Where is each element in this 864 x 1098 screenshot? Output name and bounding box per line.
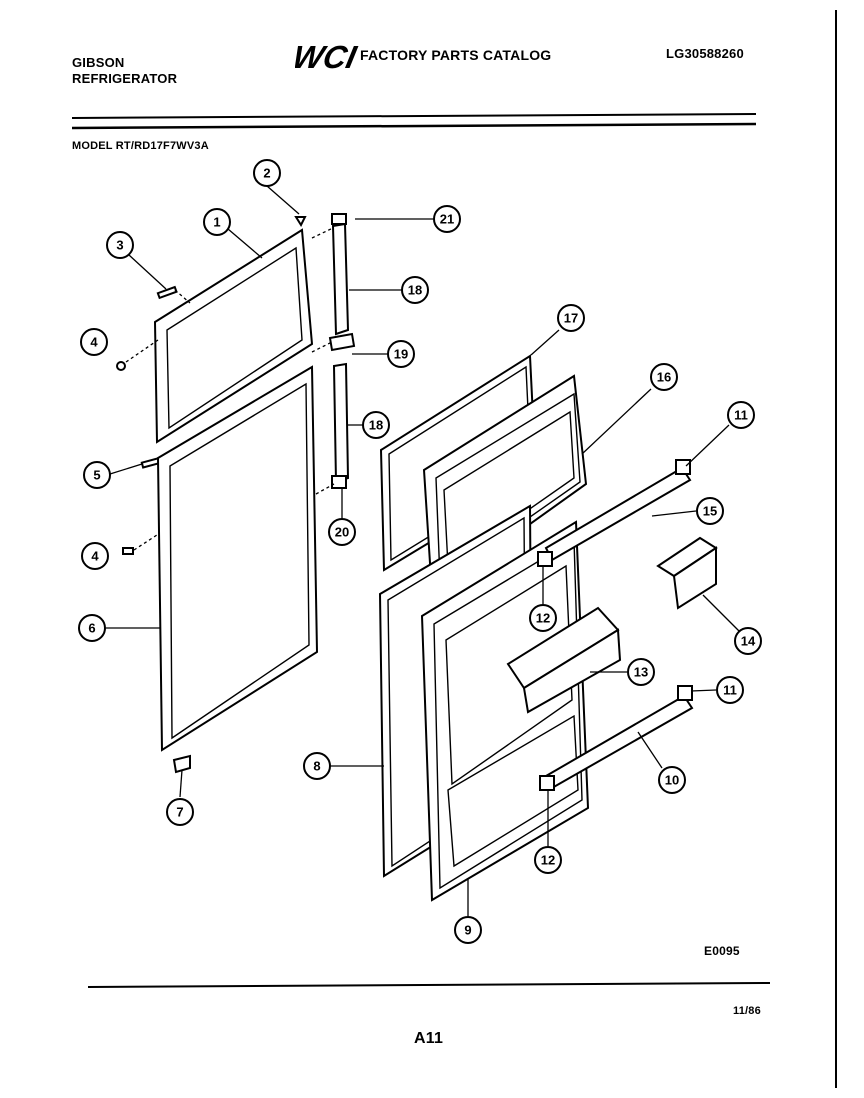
callout-6: 6: [78, 614, 106, 642]
callout-20: 20: [328, 518, 356, 546]
leader-lines: [106, 185, 740, 916]
callout-13: 13: [627, 658, 655, 686]
screw-part-4-upper: [116, 339, 159, 371]
callout-11-lower-label: 11: [723, 683, 737, 698]
page-number: A11: [414, 1030, 444, 1047]
callout-4-upper-label: 4: [90, 335, 98, 350]
figure-code: E0095: [704, 944, 740, 958]
callout-11-upper: 11: [727, 401, 755, 429]
callout-12-upper: 12: [529, 604, 557, 632]
logo-text: WCI: [295, 40, 359, 74]
date-code: 11/86: [733, 1005, 761, 1017]
callout-21: 21: [433, 205, 461, 233]
callout-4-lower: 4: [81, 542, 109, 570]
callout-4-upper: 4: [80, 328, 108, 356]
callout-3-label: 3: [116, 238, 123, 253]
callout-9: 9: [454, 916, 482, 944]
wci-logo: WCI: [295, 40, 359, 74]
callout-18-upper: 18: [401, 276, 429, 304]
callout-9-label: 9: [464, 923, 471, 938]
callout-11-lower: 11: [716, 676, 744, 704]
callout-3: 3: [106, 231, 134, 259]
callout-17-label: 17: [564, 311, 578, 326]
hinge-pin-part-3: [156, 285, 191, 304]
callout-7: 7: [166, 798, 194, 826]
screw-part-4-lower: [122, 532, 161, 555]
callout-5: 5: [83, 461, 111, 489]
callout-12-lower-label: 12: [541, 853, 555, 868]
callout-11-upper-label: 11: [734, 408, 748, 423]
callout-21-label: 21: [440, 212, 454, 227]
bottom-hinge-part-7: [172, 754, 191, 774]
catalog-code: LG30588260: [666, 46, 744, 61]
callout-2-label: 2: [263, 166, 270, 181]
upper-shelf-rail-part-15: [537, 459, 692, 567]
product-type: REFRIGERATOR: [72, 71, 178, 86]
fresh-food-door-gasket: [156, 365, 319, 752]
callout-14: 14: [734, 627, 762, 655]
callout-16: 16: [650, 363, 678, 391]
screw-part-2: [294, 216, 307, 228]
freezer-door-liner: [422, 374, 588, 596]
callout-13-label: 13: [634, 665, 648, 680]
callout-18-lower-label: 18: [369, 418, 383, 433]
callout-18-lower: 18: [362, 411, 390, 439]
callout-12-lower: 12: [534, 846, 562, 874]
callout-8: 8: [303, 752, 331, 780]
freezer-door-gasket: [153, 228, 314, 444]
catalog-title: FACTORY PARTS CATALOG: [360, 47, 552, 63]
brand-block: GIBSON REFRIGERATOR: [72, 55, 177, 87]
callout-19: 19: [387, 340, 415, 368]
callout-15-label: 15: [703, 504, 717, 519]
callout-7-label: 7: [176, 805, 183, 820]
lower-shelf-rail-part-10: [539, 685, 694, 791]
callout-10-label: 10: [665, 773, 679, 788]
callout-12-upper-label: 12: [536, 611, 550, 626]
callout-19-label: 19: [394, 347, 408, 362]
callout-15: 15: [696, 497, 724, 525]
callout-14-label: 14: [741, 634, 756, 649]
callout-20-label: 20: [335, 525, 349, 540]
callout-8-label: 8: [313, 759, 320, 774]
callout-17: 17: [557, 304, 585, 332]
model-label: MODEL RT/RD17F7WV3A: [72, 140, 209, 152]
callout-6-label: 6: [88, 621, 95, 636]
dairy-door-part-14: [656, 536, 718, 610]
callout-16-label: 16: [657, 370, 671, 385]
callout-1: 1: [203, 208, 231, 236]
callout-2: 2: [253, 159, 281, 187]
dairy-shelf-part-13: [506, 606, 622, 714]
brand-name: GIBSON: [72, 55, 125, 70]
callout-18-upper-label: 18: [408, 283, 422, 298]
callout-10: 10: [658, 766, 686, 794]
page-rules: [71, 10, 837, 1088]
door-handle-assembly: [311, 213, 356, 495]
callout-1-label: 1: [213, 215, 220, 230]
callout-4-lower-label: 4: [91, 549, 99, 564]
callout-5-label: 5: [93, 468, 100, 483]
